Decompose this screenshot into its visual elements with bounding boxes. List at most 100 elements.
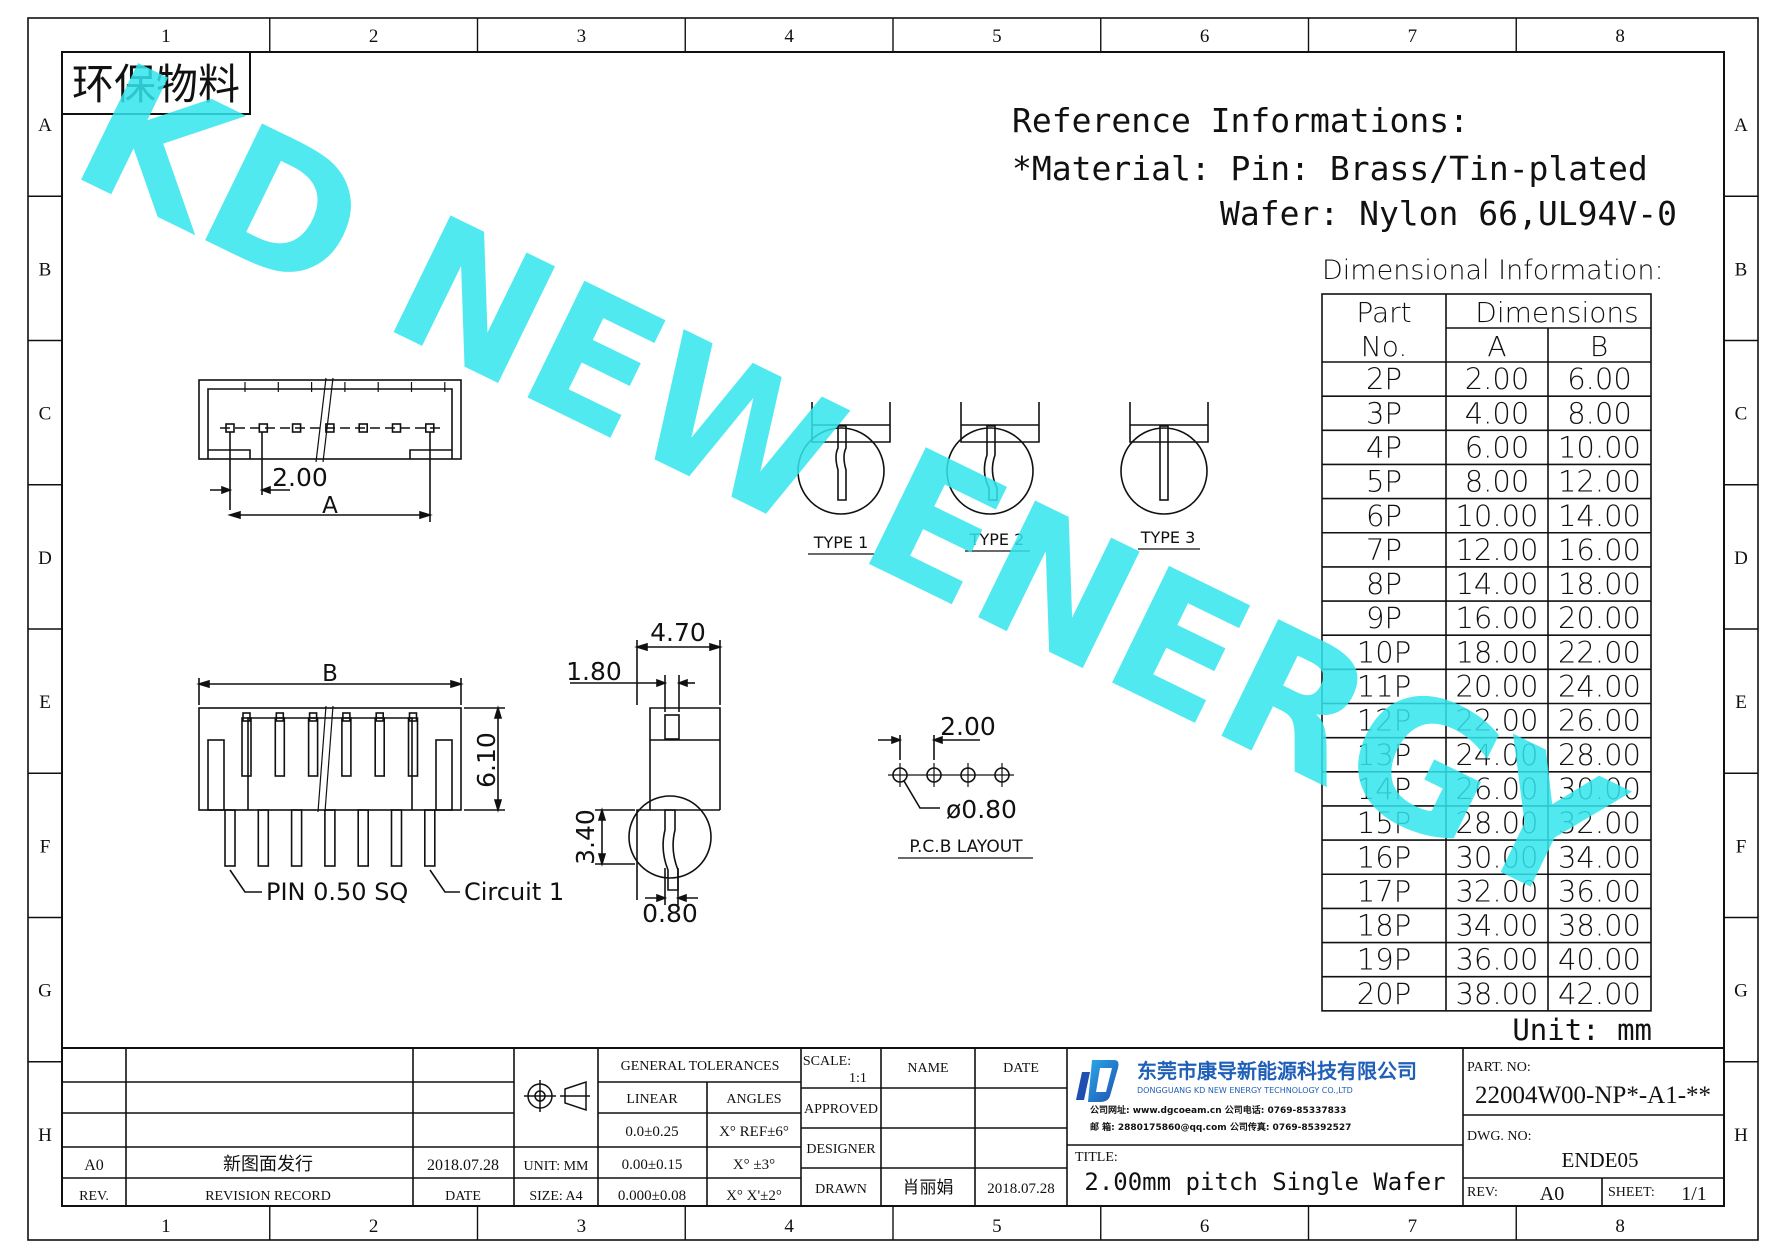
table-cell-a: 8.00 xyxy=(1465,465,1530,499)
pin-leg xyxy=(390,809,403,867)
linear-header: LINEAR xyxy=(626,1092,678,1107)
zone-column-label: 2 xyxy=(369,1216,379,1237)
dim-pin-width: 0.80 xyxy=(642,899,698,928)
zone-row-label: G xyxy=(1734,981,1748,1002)
zone-column-label: 8 xyxy=(1615,1216,1625,1237)
pcb-pitch: 2.00 xyxy=(940,712,996,741)
table-cell-b: 34.00 xyxy=(1558,840,1641,874)
table-cell-a: 20.00 xyxy=(1455,670,1538,704)
zone-row-label: D xyxy=(38,548,52,569)
table-cell-b: 6.00 xyxy=(1567,362,1632,396)
dwg-no-header: DWG. NO: xyxy=(1467,1129,1532,1144)
angle-tol-3: X° X'±2° xyxy=(726,1188,782,1204)
rev-code: A0 xyxy=(84,1157,104,1174)
table-cell-a: 38.00 xyxy=(1455,977,1538,1011)
zone-column-label: 8 xyxy=(1615,26,1625,47)
table-cell-a: 24.00 xyxy=(1455,738,1538,772)
zone-column-label: 5 xyxy=(992,1216,1002,1237)
front-view xyxy=(196,678,505,893)
zone-column-label: 3 xyxy=(577,26,587,47)
zone-column-label: 6 xyxy=(1200,1216,1210,1237)
zone-row-label: C xyxy=(1735,404,1748,425)
pin-square xyxy=(358,423,369,433)
dimension-table-grid xyxy=(1321,293,1652,1012)
pin-slot xyxy=(407,717,419,777)
table-cell-b: 12.00 xyxy=(1558,465,1641,499)
table-cell-b: 26.00 xyxy=(1558,704,1641,738)
table-cell-a: 2.00 xyxy=(1465,362,1530,396)
table-cell-b: 42.00 xyxy=(1558,977,1641,1011)
drawn-label: DRAWN xyxy=(815,1182,867,1197)
company-mail-fax: 邮 箱: 2880175860@qq.com 公司传真: 0769-853925… xyxy=(1090,1121,1351,1133)
dwg-no-value: ENDE05 xyxy=(1562,1148,1639,1172)
rev2-value: A0 xyxy=(1540,1183,1564,1205)
zone-column-label: 3 xyxy=(577,1216,587,1237)
type-2-label: TYPE 2 xyxy=(969,530,1025,549)
pin-slot xyxy=(241,717,252,777)
table-cell-a: 36.00 xyxy=(1455,943,1538,977)
zone-row-label: E xyxy=(39,692,51,713)
angles-header: ANGLES xyxy=(726,1092,781,1107)
zone-row-label: B xyxy=(39,259,52,280)
material-line: *Material: Pin: Brass/Tin-plated xyxy=(1012,149,1648,188)
pcb-hole: ø0.80 xyxy=(946,795,1017,824)
zone-row-label: H xyxy=(1734,1125,1748,1146)
table-cell-part: 4P xyxy=(1366,430,1402,464)
table-cell-b: 18.00 xyxy=(1558,567,1641,601)
table-header-a: A xyxy=(1487,330,1506,363)
table-cell-part: 14P xyxy=(1357,772,1411,806)
pin-square xyxy=(391,423,402,433)
zone-row-label: H xyxy=(38,1125,52,1146)
top-view xyxy=(198,377,462,522)
dim-a: A xyxy=(322,493,338,519)
linear-tol-3: 0.000±0.08 xyxy=(618,1188,686,1204)
dimensional-title: Dimensional Information: xyxy=(1322,255,1664,286)
pin-slot xyxy=(274,717,286,777)
table-cell-b: 40.00 xyxy=(1558,943,1641,977)
table-cell-b: 10.00 xyxy=(1558,430,1641,464)
table-header-no: No. xyxy=(1361,330,1407,363)
pin-leg xyxy=(224,809,236,867)
zone-column-label: 7 xyxy=(1408,1216,1418,1237)
designer-label: DESIGNER xyxy=(806,1142,876,1157)
company-logo-icon xyxy=(1076,1060,1119,1102)
table-cell-part: 12P xyxy=(1357,704,1411,738)
zone-row-label: A xyxy=(38,115,52,136)
type-3-label: TYPE 3 xyxy=(1140,528,1196,547)
pin-tip xyxy=(342,712,351,722)
table-cell-part: 17P xyxy=(1357,874,1411,908)
pcb-layout-label: P.C.B LAYOUT xyxy=(909,837,1023,857)
table-cell-b: 22.00 xyxy=(1558,635,1641,669)
table-cell-a: 18.00 xyxy=(1455,635,1538,669)
linear-tol-2: 0.00±0.15 xyxy=(622,1157,683,1173)
table-cell-b: 28.00 xyxy=(1558,738,1641,772)
zone-column-label: 7 xyxy=(1408,26,1418,47)
dim-offset: 1.80 xyxy=(566,657,622,686)
pin-square xyxy=(325,423,335,433)
wafer-line: Wafer: Nylon 66,UL94V-0 xyxy=(1220,194,1677,233)
table-cell-a: 22.00 xyxy=(1455,704,1538,738)
table-cell-a: 10.00 xyxy=(1455,499,1538,533)
zone-ticks xyxy=(28,18,1758,1240)
pin-square xyxy=(291,423,302,433)
reference-title: Reference Informations: xyxy=(1012,101,1469,140)
pin-tip xyxy=(408,712,418,722)
projection-symbol-icon xyxy=(524,1080,590,1112)
pin-slot xyxy=(341,717,352,777)
part-no-header: PART. NO: xyxy=(1467,1060,1531,1075)
pin-tip xyxy=(275,712,285,722)
table-cell-part: 9P xyxy=(1366,601,1402,635)
pin-leg xyxy=(290,809,303,867)
company-web-phone: 公司网址: www.dgcoeam.cn 公司电话: 0769-85337833 xyxy=(1090,1104,1346,1116)
size-cell: SIZE: A4 xyxy=(529,1189,582,1204)
zone-column-label: 4 xyxy=(784,1216,794,1237)
zone-row-label: F xyxy=(1736,836,1747,857)
dim-height: 6.10 xyxy=(472,732,501,788)
table-cell-part: 5P xyxy=(1366,465,1402,499)
table-cell-part: 6P xyxy=(1366,499,1402,533)
table-cell-b: 30.00 xyxy=(1558,772,1641,806)
zone-column-label: 4 xyxy=(784,26,794,47)
